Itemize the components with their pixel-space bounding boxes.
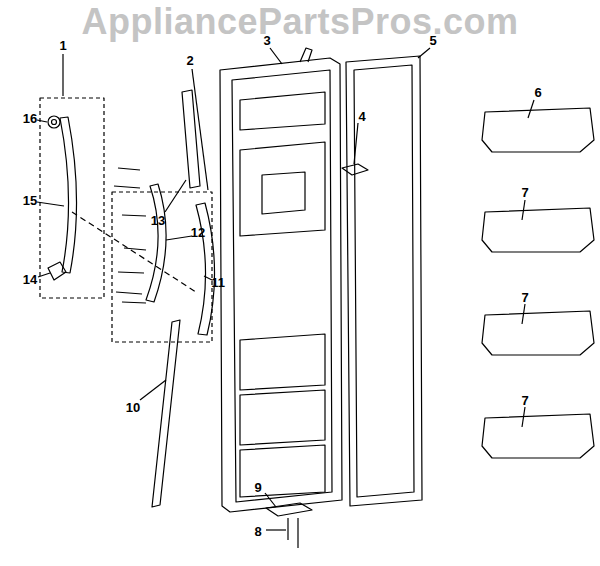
handle-part <box>146 184 166 302</box>
handle-part <box>196 203 215 335</box>
callout-number: 6 <box>534 86 541 99</box>
hinge-part <box>266 503 312 516</box>
door-bins <box>482 108 594 458</box>
callout-number: 8 <box>254 525 261 538</box>
callout-number: 3 <box>263 34 270 47</box>
door-shelves <box>240 92 325 497</box>
callout-number: 1 <box>59 39 66 52</box>
callout-number: 4 <box>358 110 365 123</box>
assembly-box <box>112 192 212 342</box>
assembly-line <box>72 212 196 292</box>
gasket-part <box>354 65 414 497</box>
handle-part <box>60 117 77 273</box>
cap-part <box>48 116 60 128</box>
callout-number: 13 <box>151 214 165 227</box>
callout-number: 16 <box>23 112 37 125</box>
trim-part <box>152 320 180 507</box>
door-liner <box>232 70 332 502</box>
callout-number: 7 <box>521 186 528 199</box>
callout-number: 2 <box>186 54 193 67</box>
callout-number: 7 <box>521 394 528 407</box>
callout-number: 7 <box>521 291 528 304</box>
callout-number: 5 <box>429 34 436 47</box>
screw-set <box>114 168 146 303</box>
watermark: AppliancePartsPros.com <box>81 4 518 40</box>
screw-part <box>287 518 288 540</box>
callout-number: 10 <box>126 401 140 414</box>
leader-lines <box>37 48 534 530</box>
door-part <box>220 58 342 512</box>
assembly-box <box>40 98 104 298</box>
door-hose <box>300 48 312 62</box>
screw-part <box>297 518 298 548</box>
callout-number: 9 <box>254 481 261 494</box>
callout-number: 12 <box>191 226 205 239</box>
callout-number: 11 <box>211 276 225 289</box>
gasket-part <box>346 56 422 506</box>
callout-number: 15 <box>23 194 37 207</box>
callout-number: 14 <box>23 273 37 286</box>
cap-part <box>52 120 57 125</box>
clip-part <box>48 262 66 280</box>
